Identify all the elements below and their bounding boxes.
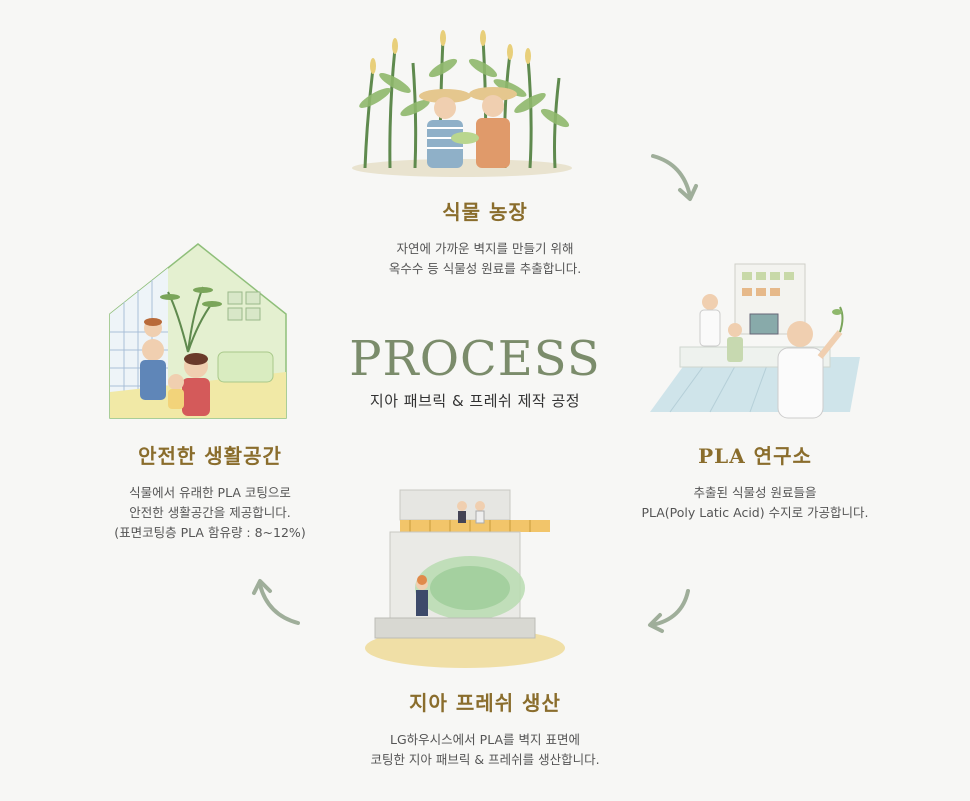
step-description: 자연에 가까운 벽지를 만들기 위해 옥수수 등 식물성 원료를 추출합니다. [325,239,645,279]
process-subtitle: 지아 패브릭 & 프레쉬 제작 공정 [369,392,581,410]
step-description-line: 옥수수 등 식물성 원료를 추출합니다. [388,261,582,276]
factory-illustration [365,489,565,668]
step-description-line: 자연에 가까운 벽지를 만들기 위해 [396,241,574,256]
step-description: 식물에서 유래한 PLA 코팅으로 안전한 생활공간을 제공합니다. (표면코팅… [60,483,360,543]
step-description-line: 추출된 식물성 원료들을 [693,485,817,500]
step-description-line: 코팅한 지아 패브릭 & 프레쉬를 생산합니다. [370,752,600,767]
step-zia-fresh-production: 지아 프레쉬 생산 LG하우시스에서 PLA를 벽지 표면에 코팅한 지아 패브… [310,687,660,770]
step-title: 지아 프레쉬 생산 [409,691,561,715]
process-center: PROCESS 지아 패브릭 & 프레쉬 제작 공정 [330,330,620,411]
step-safe-living-space: 안전한 생활공간 식물에서 유래한 PLA 코팅으로 안전한 생활공간을 제공합… [60,440,360,543]
step-description-line: LG하우시스에서 PLA를 벽지 표면에 [390,732,580,747]
step-title: 식물 농장 [442,200,528,224]
step-title: 안전한 생활공간 [138,444,282,468]
arrow-farm-to-lab-icon [651,154,698,201]
step-description: 추출된 식물성 원료들을 PLA(Poly Latic Acid) 수지로 가공… [600,483,910,523]
step-description-line: 식물에서 유래한 PLA 코팅으로 [129,485,291,500]
step-title: PLA 연구소 [698,444,812,468]
step-pla-lab: PLA 연구소 추출된 식물성 원료들을 PLA(Poly Latic Acid… [600,440,910,523]
step-description-line: (표면코팅층 PLA 함유량 : 8~12%) [114,525,306,540]
arrow-lab-to-factory-icon [648,589,690,633]
farm-illustration [352,30,572,177]
arrow-factory-to-home-icon [252,579,300,625]
step-description: LG하우시스에서 PLA를 벽지 표면에 코팅한 지아 패브릭 & 프레쉬를 생… [310,730,660,770]
step-description-line: 안전한 생활공간을 제공합니다. [129,505,291,520]
process-title: PROCESS [349,331,601,387]
lab-illustration [650,263,860,419]
step-plant-farm: 식물 농장 자연에 가까운 벽지를 만들기 위해 옥수수 등 식물성 원료를 추… [325,196,645,279]
step-description-line: PLA(Poly Latic Acid) 수지로 가공합니다. [641,505,869,520]
home-illustration [109,243,287,419]
